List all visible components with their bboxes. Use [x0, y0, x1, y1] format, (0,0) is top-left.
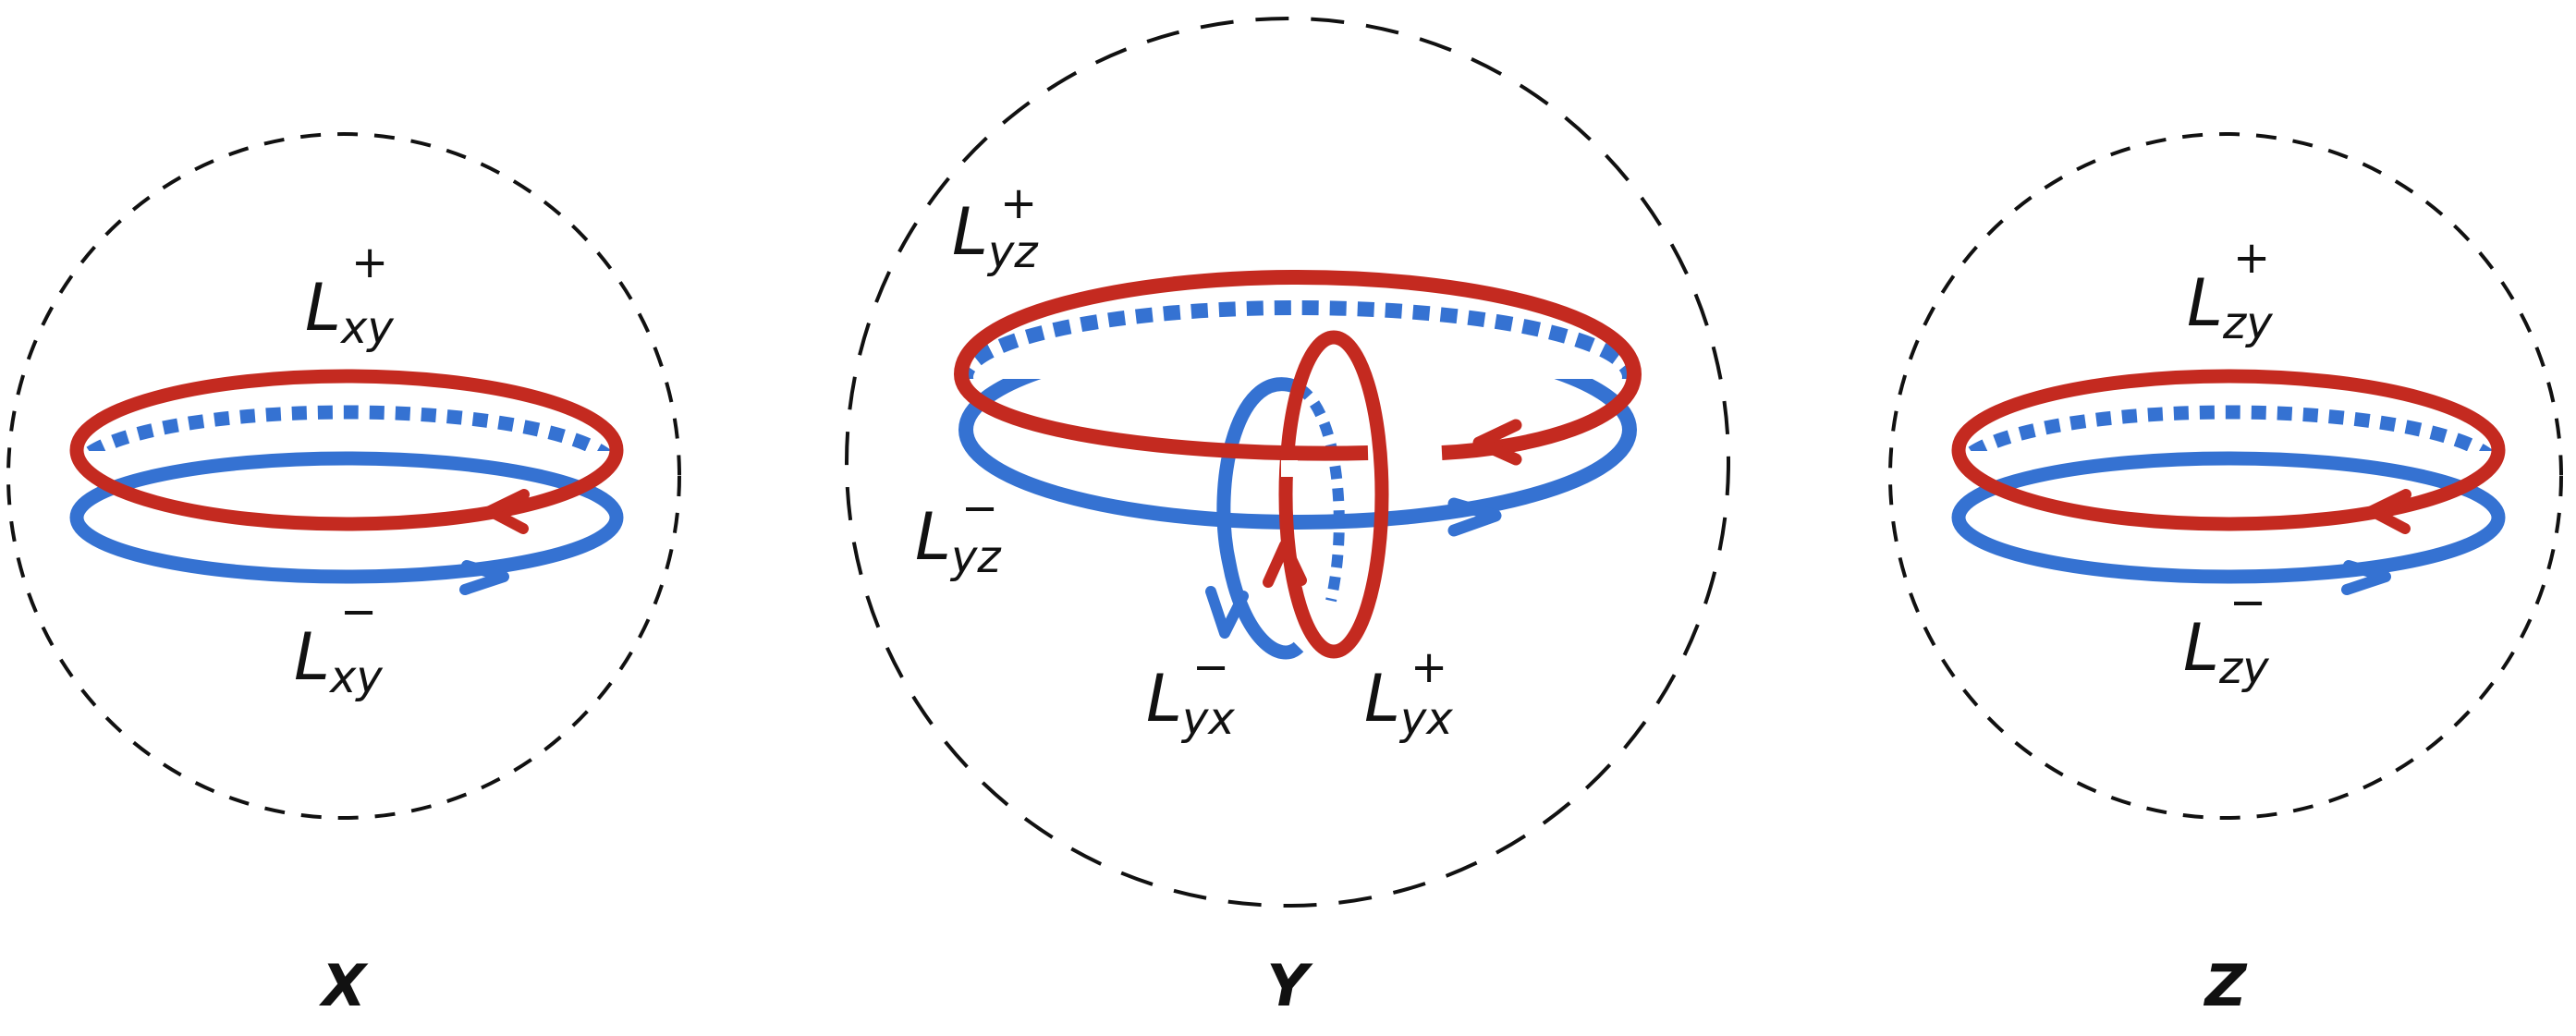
label-lxy-plus: Lxy [305, 270, 394, 354]
label-lyx-plus-sup: + [1410, 641, 1447, 693]
arrow-icon [2341, 560, 2391, 595]
arrow-icon [1472, 419, 1522, 466]
label-lzy-minus-sup: − [2229, 577, 2266, 628]
arrow-icon [1447, 497, 1502, 537]
label-lyz-minus-sup: − [961, 482, 998, 534]
arrow-icon [2366, 489, 2411, 534]
label-lxy-plus-sup: + [351, 237, 388, 288]
ring-lzy-plus [1951, 369, 2506, 534]
label-lyz-plus: Lyz [952, 194, 1039, 278]
ring-lyx-minus [1205, 377, 1345, 660]
label-lzy-plus: Lzy [2187, 265, 2273, 349]
label-lyx-minus-sup: − [1192, 641, 1229, 693]
ball-boundary-y [845, 17, 1730, 908]
arrow-icon [1263, 540, 1307, 588]
ring-lzy-minus [1951, 405, 2506, 595]
label-lyz-plus-sup: + [1000, 177, 1037, 229]
space-y: Lyz + Lyz − Lyx − Lyx + Y [845, 17, 1730, 1019]
caption-x: X [318, 952, 369, 1019]
ring-lyz-plus [953, 269, 1642, 466]
label-lyz-minus: Lyz [915, 499, 1002, 583]
ring-lxy-plus [69, 369, 624, 534]
label-lyx-plus: Lyx [1364, 661, 1453, 745]
ring-lyx-plus [1263, 330, 1389, 659]
label-lxy-minus-sup: − [340, 586, 377, 638]
label-lzy-plus-sup: + [2233, 232, 2270, 284]
ring-lxy-minus [69, 405, 624, 595]
label-lyx-minus: Lyx [1146, 661, 1235, 745]
caption-z: Z [2204, 952, 2248, 1019]
caption-y: Y [1267, 952, 1314, 1019]
label-lxy-minus: Lxy [294, 619, 383, 703]
space-x: Lxy + Lxy − X [6, 132, 681, 1019]
arrow-icon [459, 560, 509, 595]
ball-boundary-z [1888, 132, 2563, 820]
arrow-icon [1205, 586, 1249, 639]
space-z: Lzy + Lzy − Z [1888, 132, 2563, 1019]
arrow-icon [484, 489, 530, 534]
ball-boundary-x [6, 132, 681, 820]
label-lzy-minus: Lzy [2183, 610, 2269, 694]
